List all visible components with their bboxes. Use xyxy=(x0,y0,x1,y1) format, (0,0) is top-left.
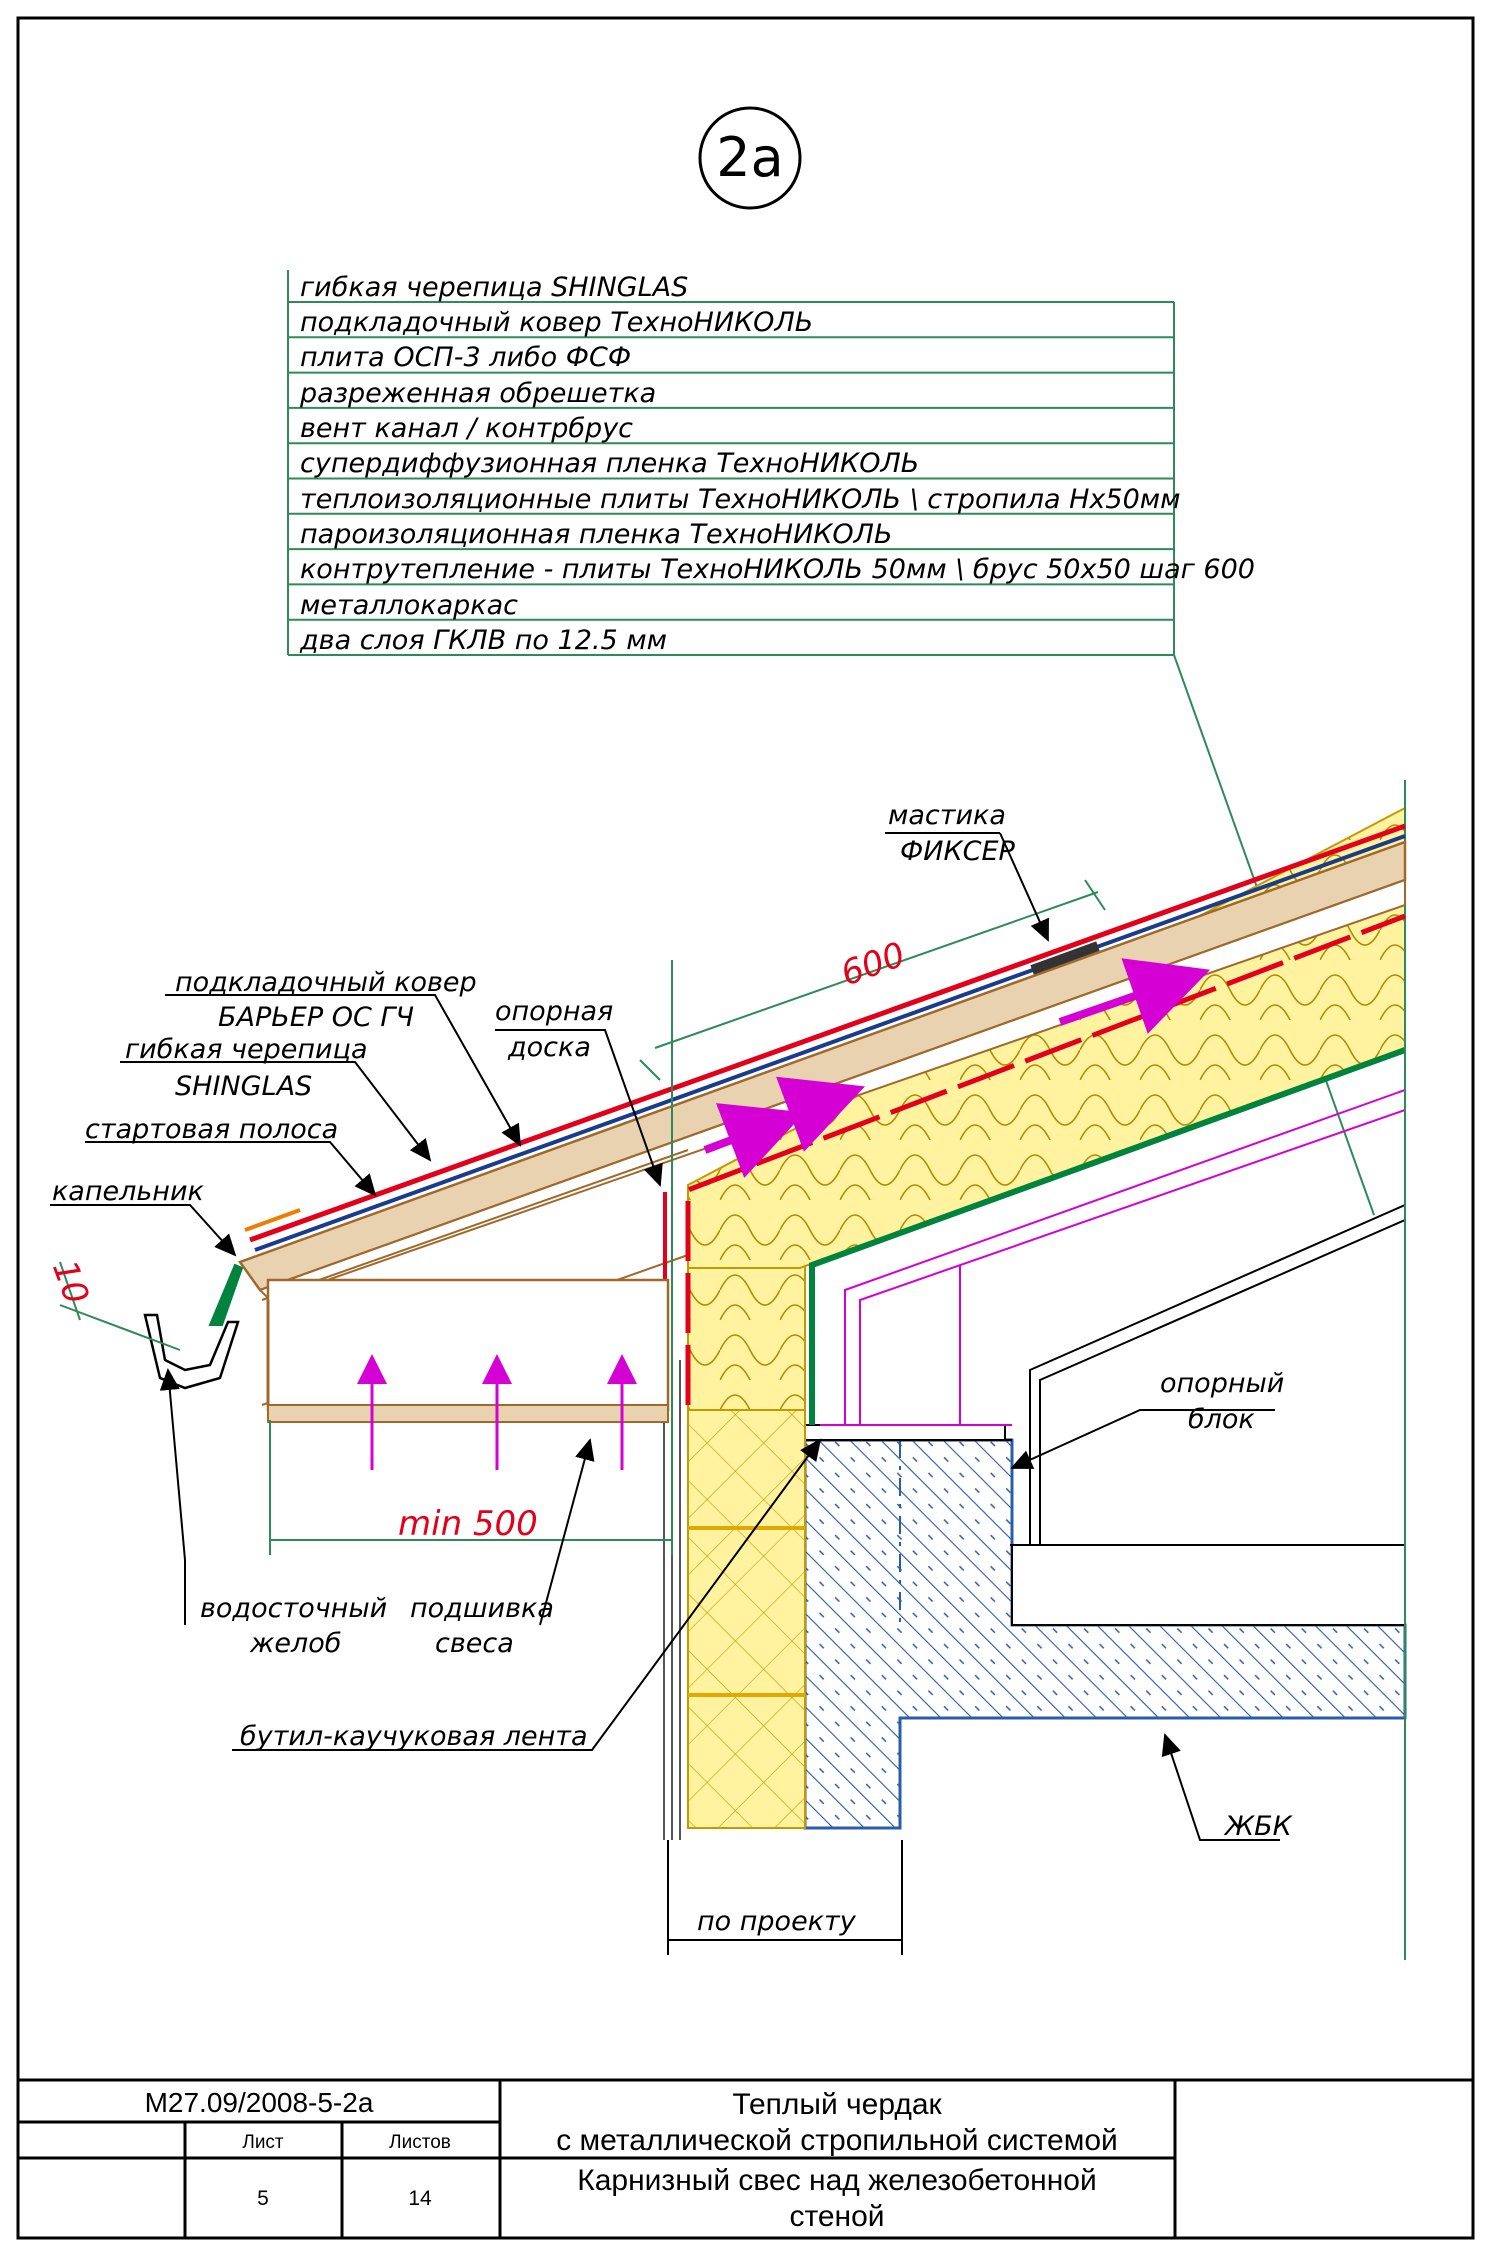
legend-layer-2: подкладочный ковер ТехноНИКОЛЬ xyxy=(300,307,813,338)
sheet-mark-label: 2а xyxy=(716,126,783,189)
legend-layer-9: контрутепление - плиты ТехноНИКОЛЬ 50мм … xyxy=(300,554,1255,585)
layer-legend: гибкая черепица SHINGLAS подкладочный ко… xyxy=(287,270,1375,1216)
callout-mastic-1: мастика xyxy=(888,800,1006,831)
legend-layer-6: супердиффузионная пленка ТехноНИКОЛЬ xyxy=(300,448,919,479)
airflow-arrows xyxy=(357,958,1211,1470)
title-block-title-1: Теплый чердак xyxy=(732,2088,942,2121)
rafter-insulation xyxy=(687,806,1406,1269)
callout-mastic-2: ФИКСЕР xyxy=(900,836,1016,867)
legend-layer-4: разреженная обрешетка xyxy=(299,378,656,409)
legend-layer-1: гибкая черепица SHINGLAS xyxy=(300,272,688,303)
title-block-code: М27.09/2008-5-2а xyxy=(145,2087,374,2118)
legend-layer-5: вент канал / контрбрус xyxy=(300,413,633,444)
callout-support-board-1: опорная xyxy=(495,996,613,1027)
callout-underlay-1: подкладочный ковер xyxy=(175,967,477,998)
title-block-title-2: с металлической стропильной системой xyxy=(556,2124,1118,2157)
callout-support-board-2: доска xyxy=(507,1032,591,1063)
roof-membranes xyxy=(244,823,1406,1252)
callout-gutter-2: желоб xyxy=(249,1628,341,1659)
callout-shingle-2: SHINGLAS xyxy=(175,1071,312,1102)
callout-gutter-1: водосточный xyxy=(200,1593,387,1624)
support-block xyxy=(804,1424,1006,1441)
dim-by-project: по проекту xyxy=(697,1906,857,1937)
callout-butyl-tape: бутил-каучуковая лента xyxy=(240,1721,588,1752)
callout-soffit-1: подшивка xyxy=(410,1593,554,1624)
eave-soffit xyxy=(266,1278,670,1423)
gutter xyxy=(143,1263,244,1390)
legend-layer-8: пароизоляционная пленка ТехноНИКОЛЬ xyxy=(300,519,893,550)
callout-soffit-2: свеса xyxy=(435,1628,514,1659)
leader-lines xyxy=(50,832,1280,1841)
dim-10: 10 xyxy=(44,1255,96,1309)
legend-layer-3: плита ОСП-3 либо ФСФ xyxy=(300,342,631,373)
concrete-structure xyxy=(803,1438,1407,1830)
legend-layer-11: два слоя ГКЛВ по 12.5 мм xyxy=(299,625,667,656)
sheet-mark: 2а xyxy=(698,106,802,210)
callout-shingle-1: гибкая черепица xyxy=(125,1034,368,1065)
title-block-sheets-label: Листов xyxy=(389,2132,451,2153)
legend-layer-10: металлокаркас xyxy=(300,590,518,621)
title-block xyxy=(16,2078,1475,2240)
title-block-sheet-label: Лист xyxy=(242,2132,284,2153)
title-block-subtitle-2: стеной xyxy=(789,2200,884,2233)
callout-concrete: ЖБК xyxy=(1223,1811,1294,1842)
title-block-sheets-total: 14 xyxy=(408,2187,432,2210)
mastic-strip xyxy=(1030,941,1100,975)
metal-frame xyxy=(820,1089,1406,1426)
callout-starter: стартовая полоса xyxy=(85,1114,338,1145)
callout-underlay-2: БАРЬЕР ОС ГЧ xyxy=(218,1002,414,1033)
title-block-sheet-no: 5 xyxy=(257,2187,269,2210)
legend-layer-7: теплоизоляционные плиты ТехноНИКОЛЬ \ ст… xyxy=(300,484,1181,515)
dimension-lines xyxy=(59,879,1106,1955)
dim-600: 600 xyxy=(836,935,911,995)
wall-insulation xyxy=(687,1224,806,1829)
callout-drip: капельник xyxy=(52,1176,204,1207)
vapour-barrier xyxy=(809,1047,1407,1425)
callout-support-block-1: опорный xyxy=(1160,1368,1284,1399)
callouts: мастика ФИКСЕР подкладочный ковер БАРЬЕР… xyxy=(52,800,1294,1842)
dim-min-500: min 500 xyxy=(398,1504,538,1544)
callout-support-block-2: блок xyxy=(1188,1404,1255,1435)
title-block-subtitle-1: Карнизный свес над железобетонной xyxy=(577,2164,1096,2197)
